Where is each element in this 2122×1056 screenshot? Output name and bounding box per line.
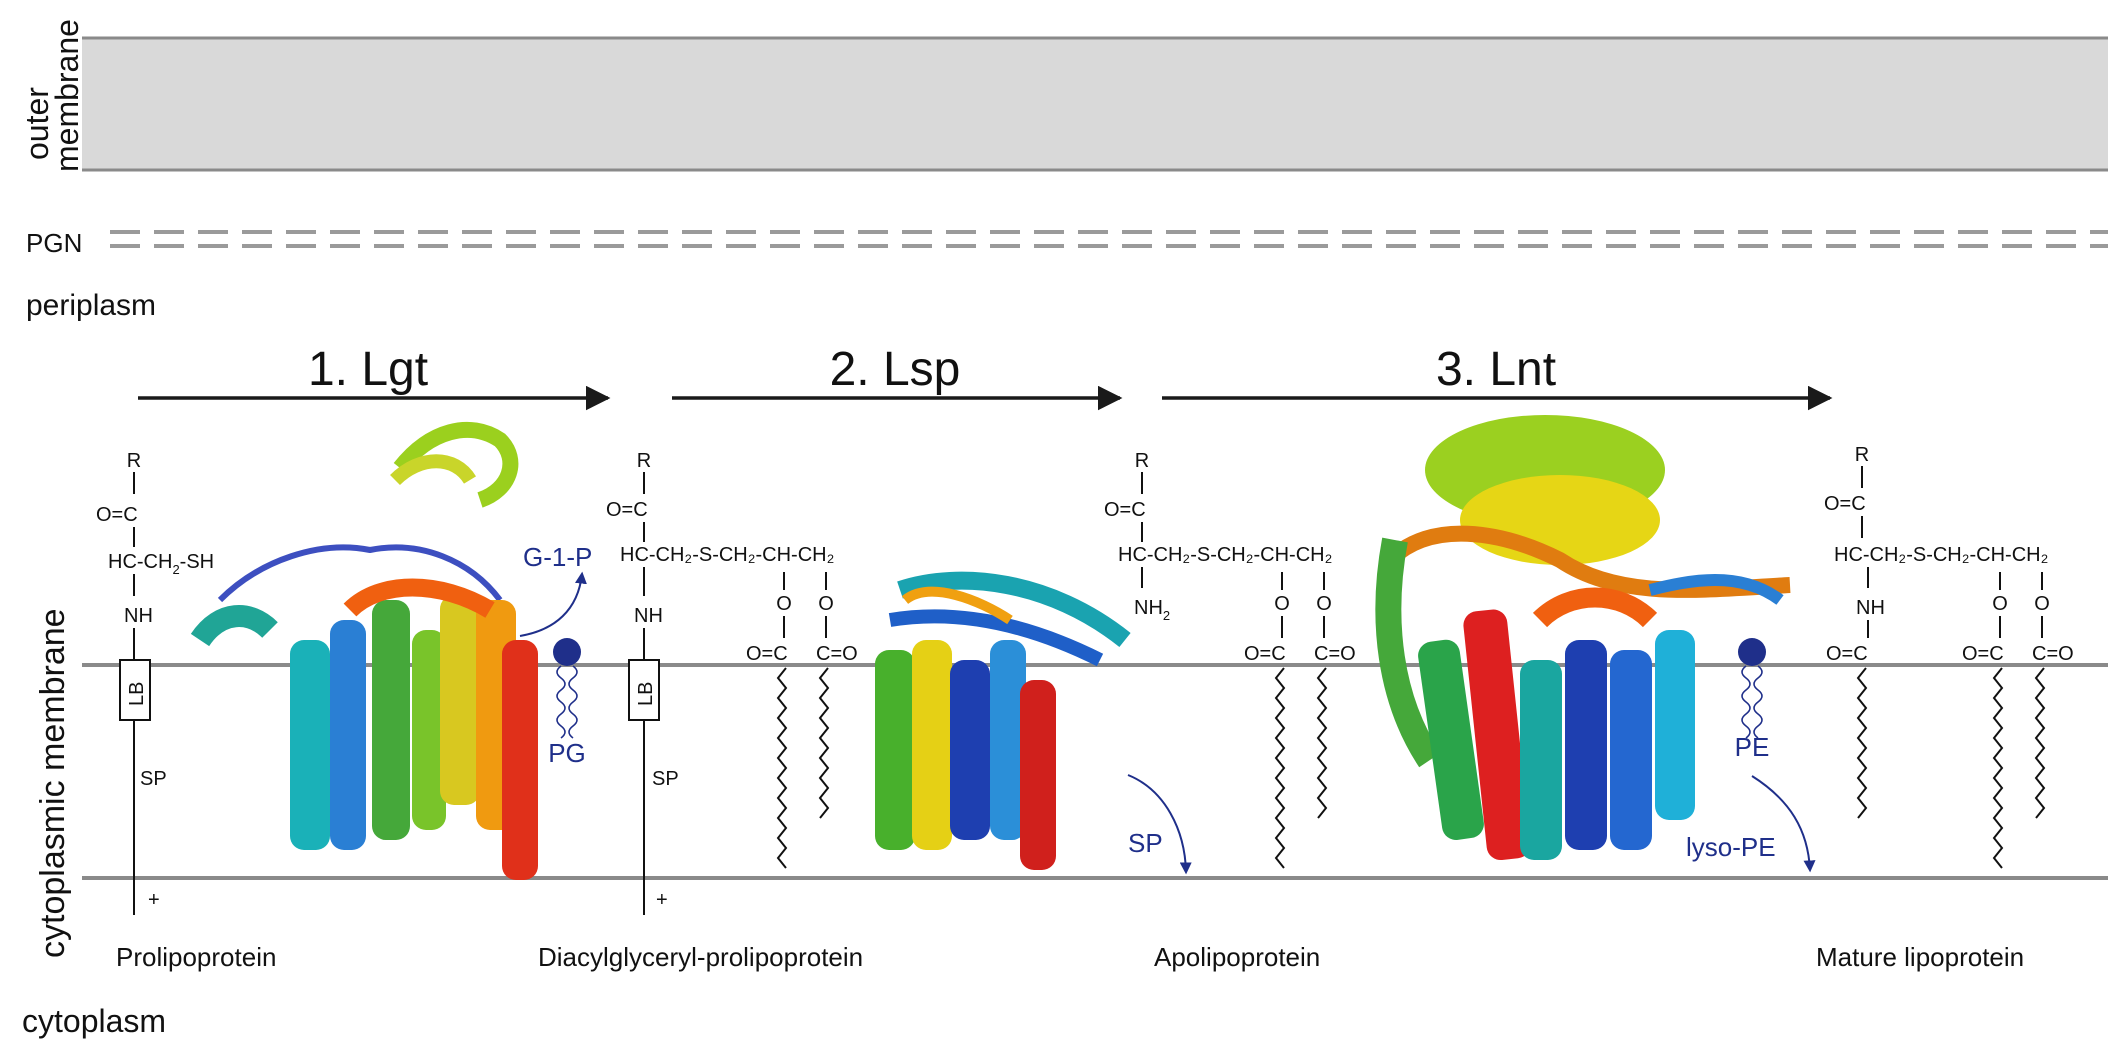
apolipoprotein-structure: R O=C HC-CH₂-S-CH₂-CH-CH₂ NH2 O O=C O C=… [1104,450,1356,868]
prolipoprotein-structure: R O=C HC-CH2-SH NH LB SP + [96,450,214,915]
step-2-label: 2. Lsp [830,343,961,396]
pg-label: PG [548,738,586,768]
step-1-label: 1. Lgt [308,343,428,396]
dag-ester-o2: O [818,593,834,615]
dag-plus: + [656,889,668,911]
sp-released-label: SP [1128,828,1163,858]
species-prolipoprotein: Prolipoprotein [116,942,276,972]
prolipo-r: R [127,450,141,472]
mature-carbonyl: O=C [1824,493,1866,515]
mature-ester-c2: C=O [2032,643,2074,665]
dag-backbone: HC-CH₂-S-CH₂-CH-CH₂ [620,544,834,566]
pg-lipid: PG [548,638,586,768]
lyso-pe-label: lyso-PE [1686,832,1776,862]
prolipo-hc-ch2-sh: HC-CH2-SH [108,551,214,577]
outer-membrane [82,38,2108,170]
step-3-label: 3. Lnt [1436,343,1556,396]
pe-lipid: PE [1735,638,1770,762]
dag-sp: SP [652,768,679,790]
mature-ester-o2: O [2034,593,2050,615]
apo-carbonyl: O=C [1104,499,1146,521]
dag-lb: LB [635,682,657,706]
dag-ester-c1: O=C [746,643,788,665]
apo-r: R [1135,450,1149,472]
dag-nh: NH [634,605,663,627]
periplasm-label: periplasm [26,289,156,322]
apo-nh2: NH2 [1134,597,1170,623]
apo-ester-o2: O [1316,593,1332,615]
dag-ester-c2: C=O [816,643,858,665]
cytoplasmic-membrane-label: cytoplasmic membrane [34,608,72,958]
pgn-label: PGN [26,228,82,258]
apo-ester-c2: C=O [1314,643,1356,665]
prolipo-lb: LB [126,682,148,706]
apo-backbone: HC-CH₂-S-CH₂-CH-CH₂ [1118,544,1332,566]
mature-r: R [1855,444,1869,466]
mature-ester-c1: O=C [1962,643,2004,665]
species-apolipoprotein: Apolipoprotein [1154,942,1320,972]
apo-ester-c1: O=C [1244,643,1286,665]
mature-lipoprotein-structure: R O=C HC-CH₂-S-CH₂-CH-CH₂ NH O=C O O=C O… [1824,444,2074,868]
prolipo-sp: SP [140,768,167,790]
species-mature-lipoprotein: Mature lipoprotein [1816,942,2024,972]
peptidoglycan-layer [110,232,2108,246]
dag-r: R [637,450,651,472]
g1p-label: G-1-P [523,542,592,572]
mature-backbone: HC-CH₂-S-CH₂-CH-CH₂ [1834,544,2048,566]
cytoplasm-label: cytoplasm [22,1003,166,1039]
species-diacylglyceryl-prolipoprotein: Diacylglyceryl-prolipoprotein [538,942,863,972]
diacylglyceryl-prolipoprotein-structure: R O=C HC-CH₂-S-CH₂-CH-CH₂ NH LB SP + O O… [606,450,858,915]
lyso-pe-release: lyso-PE [1686,776,1810,870]
apo-ester-o1: O [1274,593,1290,615]
dag-carbonyl: O=C [606,499,648,521]
prolipo-nh: NH [124,605,153,627]
sp-release: SP [1128,775,1186,872]
lgt-protein-structure [200,430,538,880]
mature-amide-c: O=C [1826,643,1868,665]
mature-nh: NH [1856,597,1885,619]
lsp-protein-structure [875,581,1125,870]
prolipo-plus: + [148,889,160,911]
pe-label: PE [1735,732,1770,762]
lnt-protein-structure [1388,415,1790,861]
dag-ester-o1: O [776,593,792,615]
mature-ester-o1: O [1992,593,2008,615]
outer-membrane-label-line2: membrane [49,19,85,172]
g1p-release: G-1-P [520,542,592,636]
prolipo-carbonyl: O=C [96,504,138,526]
